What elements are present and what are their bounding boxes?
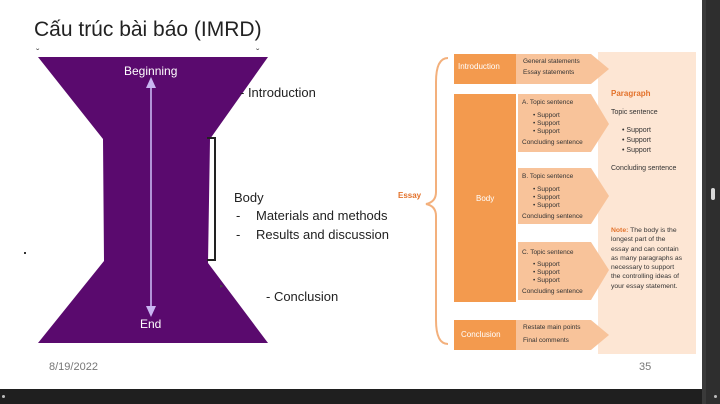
essay-diagram-shapes: [425, 52, 696, 354]
body-a-arrow: [516, 94, 609, 152]
body-a-support: • Support: [533, 128, 560, 135]
introduction-label: - Introduction: [240, 85, 316, 100]
body-heading: Body: [234, 190, 264, 205]
body-c-arrow: [516, 242, 609, 300]
slide-title: Cấu trúc bài báo (IMRD): [34, 18, 262, 41]
introduction-box: [454, 54, 516, 84]
body-b-support: • Support: [533, 194, 560, 201]
body-c-support: • Support: [533, 277, 560, 284]
essay-introduction-label: Introduction: [458, 62, 500, 71]
conclusion-note: Restate main points: [523, 324, 581, 331]
stray-dot: [24, 252, 26, 254]
conclusion-note: Final comments: [523, 337, 569, 344]
intro-note: Essay statements: [523, 69, 575, 76]
paragraph-support: • Support: [622, 127, 651, 134]
beginning-label: Beginning: [124, 64, 178, 78]
paragraph-support: • Support: [622, 147, 651, 154]
arrow-head-down: [146, 306, 156, 317]
essay-body-label: Body: [476, 194, 495, 203]
slide-number: 35: [639, 361, 652, 373]
essay-conclusion-label: Conclusion: [461, 330, 501, 339]
body-bracket: [207, 137, 216, 261]
body-box: [454, 94, 516, 302]
bottom-bar-dot: [714, 395, 717, 398]
title-tick-mark: ˇ: [36, 48, 40, 59]
body-b-topic: B. Topic sentence: [522, 173, 574, 180]
hourglass-diagram: [38, 57, 268, 343]
arrow-head-up: [146, 77, 156, 88]
paragraph-title: Paragraph: [611, 89, 651, 98]
body-bullet: -: [236, 227, 241, 242]
body-b-support: • Support: [533, 186, 560, 193]
body-b-concluding: Concluding sentence: [522, 213, 583, 220]
body-a-topic: A. Topic sentence: [522, 99, 574, 106]
paragraph-concluding: Concluding sentence: [611, 165, 677, 172]
body-b-support: • Support: [533, 202, 560, 209]
slide: Cấu trúc bài báo (IMRD) ˇ ˇ Beginning En…: [0, 0, 702, 389]
paragraph-support: • Support: [622, 137, 651, 144]
title-tick-mark: ˇ: [256, 48, 260, 59]
body-c-concluding: Concluding sentence: [522, 288, 583, 295]
essay-brace: [425, 57, 449, 345]
intro-arrow: [516, 54, 609, 84]
bottom-bar: [0, 389, 702, 404]
body-a-support: • Support: [533, 112, 560, 119]
scrollbar-thumb[interactable]: [711, 188, 715, 200]
body-a-support: • Support: [533, 120, 560, 127]
bottom-bar-dot: [2, 395, 5, 398]
hourglass-shape: [38, 57, 268, 343]
essay-label: Essay: [398, 191, 422, 200]
body-item-materials: Materials and methods: [256, 208, 388, 223]
cursor-mark: ▸: [220, 283, 224, 290]
body-c-topic: C. Topic sentence: [522, 249, 574, 256]
paragraph-panel: [598, 52, 696, 354]
body-a-concluding: Concluding sentence: [522, 139, 583, 146]
vertical-scrollbar[interactable]: [706, 0, 720, 404]
conclusion-box: [454, 320, 516, 350]
end-label: End: [140, 317, 162, 331]
conclusion-label: - Conclusion: [266, 289, 339, 304]
paragraph-note: Note: The body is the longest part of th…: [611, 227, 683, 290]
body-c-support: • Support: [533, 261, 560, 268]
body-c-support: • Support: [533, 269, 560, 276]
slide-date: 8/19/2022: [49, 361, 98, 373]
body-b-arrow: [516, 168, 609, 224]
intro-note: General statements: [523, 58, 580, 65]
body-item-results: Results and discussion: [256, 227, 389, 242]
conclusion-arrow: [516, 320, 609, 350]
paragraph-topic: Topic sentence: [611, 109, 658, 116]
body-bullet: -: [236, 208, 241, 223]
